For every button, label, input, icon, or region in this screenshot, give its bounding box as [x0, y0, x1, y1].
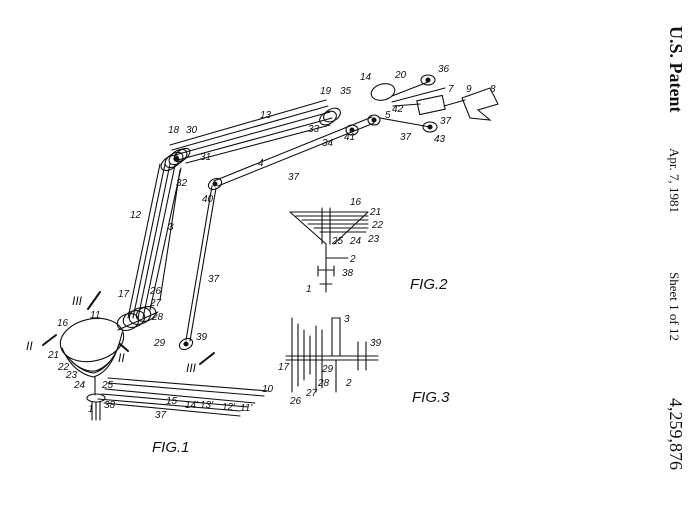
ref-25: 25 — [101, 380, 114, 391]
fig2-ref-22: 22 — [371, 220, 384, 231]
section-II-left: II — [26, 339, 33, 353]
ref-10: 10 — [262, 384, 274, 395]
ref-37-arm: 37 — [288, 172, 300, 183]
fig3-ref-29: 29 — [321, 364, 334, 375]
fig2-ref-21: 21 — [369, 207, 381, 218]
ref-42: 42 — [392, 104, 404, 115]
ref-3: 3 — [168, 222, 174, 233]
ref-27: 27 — [149, 298, 162, 309]
pulley-40 — [207, 177, 223, 191]
fig2-drawing — [289, 207, 369, 293]
ref-15: 15 — [166, 396, 178, 407]
ref-24: 24 — [73, 380, 86, 391]
pulley-39 — [178, 337, 194, 351]
ref-28: 28 — [151, 312, 164, 323]
ref-39: 39 — [196, 332, 208, 343]
ref-37-base: 37 — [155, 410, 167, 421]
fig1-drawing — [42, 74, 499, 421]
ref-9: 9 — [466, 84, 472, 95]
fig2-ref-24: 24 — [349, 236, 362, 247]
ref-12p: 12' — [222, 402, 236, 413]
ref-4: 4 — [258, 158, 264, 169]
ref-33: 33 — [308, 124, 320, 135]
patent-number: 4,259,876 — [666, 398, 686, 470]
ref-30: 30 — [186, 125, 198, 136]
fig2-ref-23: 23 — [367, 234, 380, 245]
ref-19: 19 — [320, 86, 332, 97]
pulley-stack-17 — [116, 306, 159, 331]
fig3-ref-17: 17 — [278, 362, 290, 373]
pulley-18-stack — [160, 147, 191, 172]
ref-26: 26 — [149, 286, 162, 297]
section-III-top: III — [72, 294, 83, 308]
ref-18: 18 — [168, 125, 180, 136]
fig2-reference-numerals: 16 21 22 23 24 25 2 38 1 — [306, 197, 384, 295]
fig2-ref-25: 25 — [331, 236, 344, 247]
upright-cable-band-12 — [127, 163, 182, 319]
fig2-caption: FIG.2 — [410, 276, 448, 293]
end-effector-assembly — [319, 74, 499, 136]
fig3-ref-2: 2 — [345, 378, 352, 389]
fig2-ref-38: 38 — [342, 268, 354, 279]
column-3 — [159, 169, 217, 342]
section-markers — [42, 291, 215, 365]
ref-11p: 11' — [240, 403, 253, 414]
sheet-number: Sheet 1 of 12 — [667, 272, 682, 341]
ref-13: 13 — [260, 110, 272, 121]
ref-31: 31 — [200, 152, 211, 163]
fig1-caption: FIG.1 — [152, 439, 190, 456]
fig3-ref-28: 28 — [317, 378, 330, 389]
ref-8: 8 — [490, 84, 496, 95]
ref-11: 11 — [90, 310, 100, 321]
upper-arm-cables — [169, 99, 375, 187]
ref-13p: 13' — [200, 400, 214, 411]
ref-14: 14 — [360, 72, 372, 83]
ref-37-column: 37 — [208, 274, 220, 285]
fig3-ref-27: 27 — [305, 388, 318, 399]
ref-1: 1 — [88, 404, 94, 415]
ref-21: 21 — [47, 350, 59, 361]
fig2-ref-16: 16 — [350, 197, 362, 208]
patent-office-header: U.S. Patent — [666, 26, 686, 113]
cone-16 — [59, 317, 125, 421]
fig1-reference-numerals: 1 3 4 5 7 8 9 10 11' 11 12 12' 13 13' 14… — [26, 64, 496, 421]
fig3-drawing — [285, 317, 379, 393]
ref-37-end: 37 — [400, 132, 412, 143]
ref-43: 43 — [434, 134, 446, 145]
patent-date: Apr. 7, 1981 — [667, 148, 682, 213]
base-line-37 — [103, 402, 241, 417]
fig3-ref-39: 39 — [370, 338, 382, 349]
ref-34: 34 — [322, 138, 334, 149]
fig3-ref-3: 3 — [344, 314, 350, 325]
fig3-reference-numerals: 3 39 17 29 28 27 26 2 — [278, 314, 382, 407]
ref-37-end2: 37 — [440, 116, 452, 127]
ref-35: 35 — [340, 86, 352, 97]
ref-7: 7 — [448, 84, 454, 95]
ref-23: 23 — [65, 370, 78, 381]
ref-5: 5 — [385, 110, 391, 121]
fig3-ref-26: 26 — [289, 396, 302, 407]
ref-12: 12 — [130, 210, 142, 221]
ref-29: 29 — [153, 338, 166, 349]
ref-20: 20 — [394, 70, 407, 81]
section-II-right: II — [118, 351, 125, 365]
ref-17: 17 — [118, 289, 130, 300]
lower-cable-band — [97, 377, 269, 412]
ref-40: 40 — [202, 194, 214, 205]
section-III-right: III — [186, 361, 197, 375]
ref-41: 41 — [344, 132, 355, 143]
ref-16: 16 — [57, 318, 69, 329]
fig2-ref-1: 1 — [306, 284, 312, 295]
fig2-ref-2: 2 — [349, 254, 356, 265]
ref-36: 36 — [438, 64, 450, 75]
ref-32: 32 — [176, 178, 188, 189]
ref-14p: 14' — [185, 400, 199, 411]
ref-38: 38 — [104, 400, 116, 411]
ref-22: 22 — [57, 362, 70, 373]
fig3-caption: FIG.3 — [412, 389, 450, 406]
